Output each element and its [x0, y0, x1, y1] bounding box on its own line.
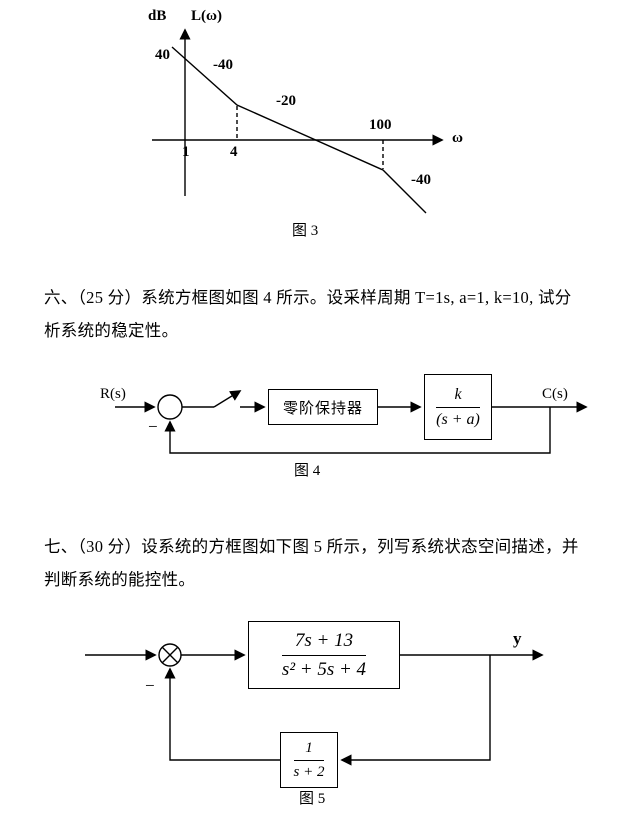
fig4-zoh-label: 零阶保持器 — [282, 400, 363, 417]
fig5-output-signal-label: y — [513, 629, 522, 648]
problem7-line1: 七、（30 分）设系统的方框图如下图 5 所示，列写系统状态空间描述，并 — [44, 537, 579, 556]
bode-x-tick-4: 4 — [230, 144, 238, 160]
bode-x-tick-1: 1 — [182, 144, 190, 160]
fig5-forward-block: 7s + 13 s² + 5s + 4 — [248, 621, 400, 689]
fig5-sum-cross-2 — [161, 646, 179, 664]
problem7-line2: 判断系统的能控性。 — [44, 570, 196, 589]
fig4-sampler-switch — [213, 390, 242, 408]
fig5-feedback-block: 1 s + 2 — [280, 732, 338, 788]
fig4-feedback-path — [164, 407, 551, 454]
fig5-forward-numerator: 7s + 13 — [281, 630, 367, 656]
fig5-feedback-transfer-function: 1 s + 2 — [293, 740, 325, 781]
fig5-minus-sign: − — [145, 676, 155, 695]
problem6-line1: 六、（25 分）系统方框图如图 4 所示。设采样周期 T=1s, a=1, k=… — [44, 288, 572, 307]
figure4-block-diagram-lines — [115, 390, 588, 454]
fig5-feedback-numerator: 1 — [293, 740, 325, 761]
problem6-statement: 六、（25 分）系统方框图如图 4 所示。设采样周期 T=1s, a=1, k=… — [44, 281, 610, 347]
bode-x-tick-100: 100 — [369, 117, 392, 133]
bode-magnitude-curve — [171, 46, 427, 214]
fig5-branch-to-feedback — [340, 655, 491, 766]
figure5-block-diagram-lines — [85, 643, 544, 766]
problem7-statement: 七、（30 分）设系统的方框图如下图 5 所示，列写系统状态空间描述，并 判断系… — [44, 530, 610, 596]
bode-x-axis-label: ω — [452, 130, 463, 146]
figure5-caption: 图 5 — [299, 791, 326, 807]
fig4-plant-denominator: (s + a) — [436, 410, 480, 428]
bode-slope-initial: -40 — [213, 57, 233, 73]
fig4-minus-sign: − — [148, 417, 158, 436]
figure4-caption: 图 4 — [294, 463, 321, 479]
fig4-plant-block: k (s + a) — [424, 374, 492, 440]
fig5-forward-denominator: s² + 5s + 4 — [281, 658, 367, 680]
fig4-input-signal-label: R(s) — [100, 386, 126, 402]
fig4-output-signal-label: C(s) — [542, 386, 568, 402]
problem6-line2: 析系统的稳定性。 — [44, 321, 179, 340]
bode-y-tick-40: 40 — [155, 47, 170, 63]
bode-slope-final: -40 — [411, 172, 431, 188]
bode-slope-mid: -20 — [276, 93, 296, 109]
fig4-zero-order-hold-block: 零阶保持器 — [268, 389, 378, 425]
fig4-plant-transfer-function: k (s + a) — [436, 386, 480, 429]
fig5-feedback-denominator: s + 2 — [293, 763, 325, 780]
figure3-caption: 图 3 — [292, 223, 319, 239]
figure3-bode-plot — [152, 28, 444, 214]
fig4-plant-numerator: k — [436, 386, 480, 408]
bode-y-axis-title: L(ω) — [191, 8, 222, 24]
fig4-summing-junction — [157, 394, 183, 420]
fig5-forward-transfer-function: 7s + 13 s² + 5s + 4 — [281, 630, 367, 681]
bode-db-unit-label: dB — [148, 8, 167, 24]
fig5-feedback-return — [164, 667, 280, 761]
